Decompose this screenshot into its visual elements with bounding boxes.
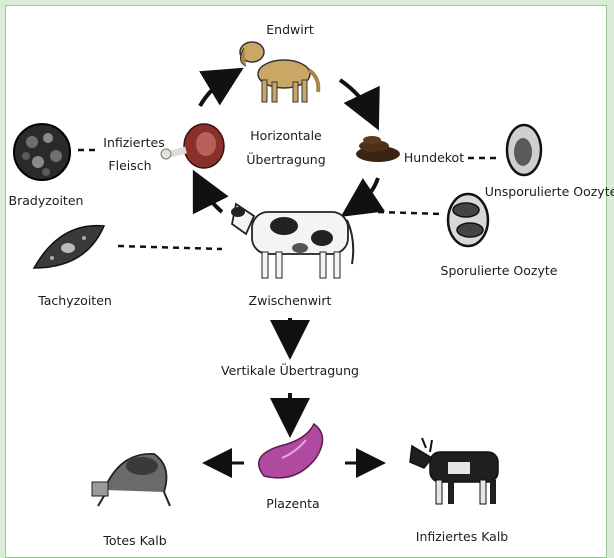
label-vertical-transmission: Vertikale Übertragung bbox=[221, 362, 359, 378]
label-placenta: Plazenta bbox=[266, 496, 319, 511]
dog-icon bbox=[240, 42, 318, 102]
label-horizontal-line1: Horizontale bbox=[250, 128, 322, 143]
label-tachyzoites: Tachyzoiten bbox=[37, 293, 112, 308]
arrow-meat-to-dog bbox=[200, 76, 230, 106]
dash-cow-sporulated bbox=[378, 212, 442, 214]
label-horizontal-line2: Übertragung bbox=[246, 151, 325, 167]
label-infected-calf: Infiziertes Kalb bbox=[416, 529, 509, 544]
dash-tachyzoites-cow bbox=[118, 246, 222, 249]
label-sporulated-oocyst: Sporulierte Oozyte bbox=[441, 263, 558, 278]
placenta-icon bbox=[259, 424, 323, 478]
bradyzoites-cyst-icon bbox=[14, 124, 70, 180]
unsporulated-oocyst-icon bbox=[507, 125, 541, 175]
label-dog-feces: Hundekot bbox=[404, 150, 464, 165]
label-definitive-host: Endwirt bbox=[266, 22, 314, 37]
arrow-cow-to-meat bbox=[200, 184, 222, 212]
label-unsporulated-oocyst: Unsporulierte Oozyte bbox=[485, 184, 614, 199]
arrow-dog-to-feces bbox=[340, 80, 372, 116]
meat-icon bbox=[161, 124, 224, 168]
label-infected-meat-line2: Fleisch bbox=[108, 158, 151, 173]
label-bradyzoites: Bradyzoiten bbox=[9, 193, 84, 208]
label-intermediate-host: Zwischenwirt bbox=[249, 293, 332, 308]
infected-calf-icon bbox=[410, 438, 498, 504]
tachyzoite-icon bbox=[34, 226, 104, 268]
sporulated-oocyst-icon bbox=[448, 194, 488, 246]
dead-calf-icon bbox=[92, 454, 170, 506]
cow-icon bbox=[231, 204, 353, 278]
arrow-feces-to-cow bbox=[354, 178, 378, 208]
label-infected-meat-line1: Infiziertes bbox=[103, 135, 164, 150]
feces-icon bbox=[356, 136, 400, 162]
label-dead-calf: Totes Kalb bbox=[102, 533, 166, 548]
